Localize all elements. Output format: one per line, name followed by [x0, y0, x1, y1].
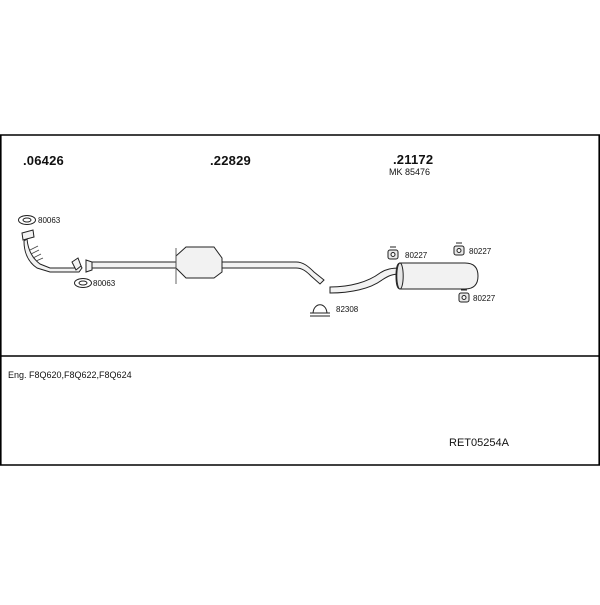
front-pipe-icon — [21, 229, 83, 273]
hanger-left-label: 80227 — [405, 251, 428, 260]
rear-silencer-mk-number: MK 85476 — [389, 167, 431, 177]
gasket-bottom-label: 80063 — [93, 279, 116, 288]
hanger-lower-label: 80227 — [473, 294, 496, 303]
hanger-icon — [453, 242, 465, 256]
hanger-icon — [387, 246, 399, 260]
gasket-icon — [74, 278, 92, 288]
clamp-label: 82308 — [336, 305, 359, 314]
engine-codes: Eng. F8Q620,F8Q622,F8Q624 — [8, 370, 132, 380]
kit-code: RET05254A — [449, 437, 509, 449]
gasket-top-label: 80063 — [38, 216, 61, 225]
rear-silencer-part-number: .21172 — [393, 152, 434, 167]
gasket-icon — [18, 215, 36, 225]
catalyst-pipe-icon — [85, 246, 325, 285]
rear-silencer-icon — [329, 262, 479, 294]
front-pipe-part-number: .06426 — [23, 153, 64, 168]
clamp-icon — [310, 304, 330, 317]
hanger-right-label: 80227 — [469, 247, 492, 256]
hanger-icon — [458, 289, 470, 303]
catalyst-pipe-part-number: .22829 — [210, 153, 251, 168]
